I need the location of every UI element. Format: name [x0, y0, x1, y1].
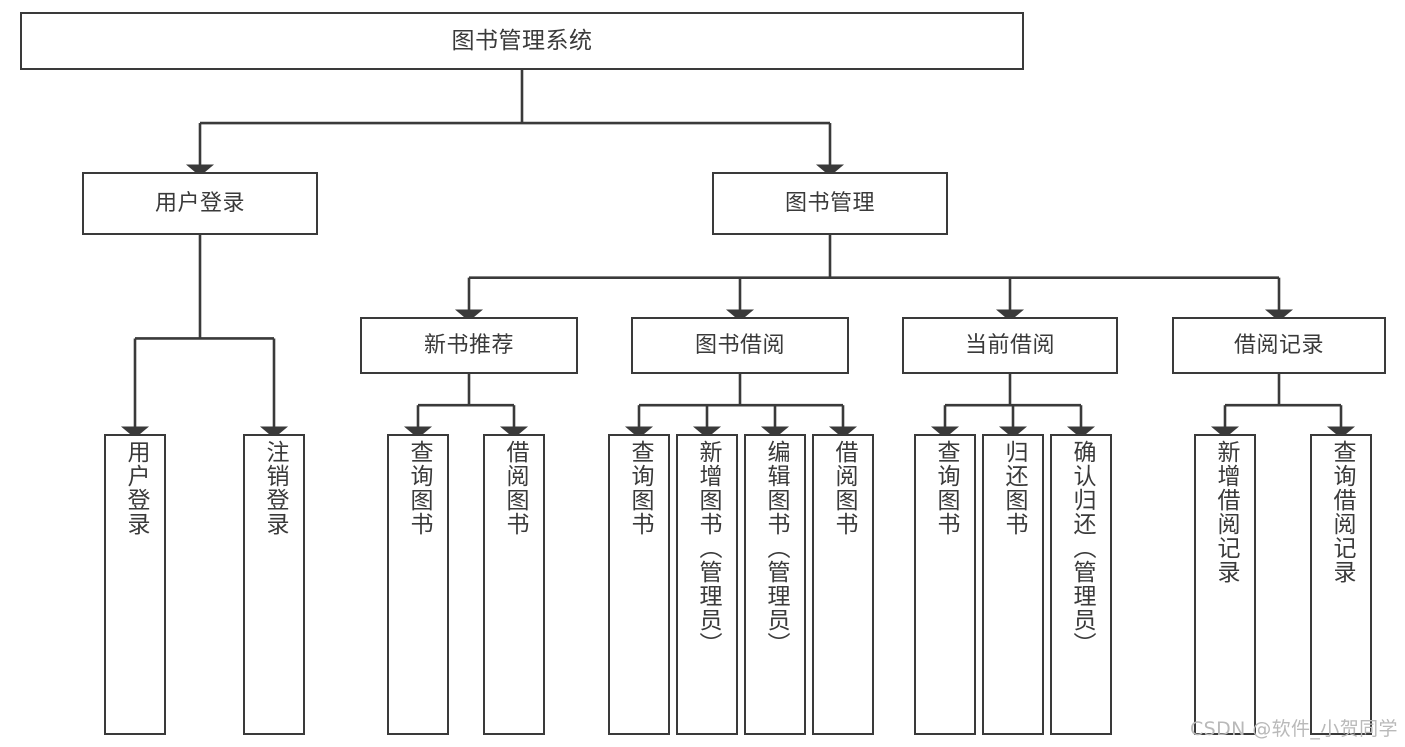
- node-label: 确认归还（管理员）: [1068, 440, 1095, 656]
- node-label: 归还图书: [1000, 440, 1027, 536]
- node-label: 图书管理: [784, 190, 875, 216]
- node-l-borrow-book[interactable]: 借阅图书: [483, 434, 545, 735]
- node-label: 查询图书: [932, 440, 959, 536]
- node-label: 用户登录: [154, 190, 245, 216]
- node-book-mgmt[interactable]: 图书管理: [712, 172, 948, 235]
- node-label: 用户登录: [122, 440, 149, 536]
- node-l-q-book-2[interactable]: 查询图书: [608, 434, 670, 735]
- watermark-text: CSDN @软件_小贺同学: [1190, 718, 1398, 740]
- node-l-edit-book[interactable]: 编辑图书（管理员）: [744, 434, 806, 735]
- node-label: 查询借阅记录: [1328, 440, 1355, 584]
- node-label: 借阅记录: [1233, 332, 1324, 358]
- node-label: 图书借阅: [694, 332, 785, 358]
- node-l-add-book[interactable]: 新增图书（管理员）: [676, 434, 738, 735]
- node-label: 查询图书: [626, 440, 653, 536]
- node-l-borrow-2[interactable]: 借阅图书: [812, 434, 874, 735]
- node-l-user-login[interactable]: 用户登录: [104, 434, 166, 735]
- node-label: 借阅图书: [501, 440, 528, 536]
- node-new-books[interactable]: 新书推荐: [360, 317, 578, 374]
- node-l-q-book-3[interactable]: 查询图书: [914, 434, 976, 735]
- node-label: 借阅图书: [830, 440, 857, 536]
- node-l-q-rec[interactable]: 查询借阅记录: [1310, 434, 1372, 735]
- node-label: 新增借阅记录: [1212, 440, 1239, 584]
- node-label: 注销登录: [261, 440, 288, 536]
- node-label: 图书管理系统: [451, 27, 593, 54]
- node-l-q-book-1[interactable]: 查询图书: [387, 434, 449, 735]
- node-label: 查询图书: [405, 440, 432, 536]
- node-label: 当前借阅: [964, 332, 1055, 358]
- node-borrow-rec[interactable]: 借阅记录: [1172, 317, 1386, 374]
- node-l-logout[interactable]: 注销登录: [243, 434, 305, 735]
- node-l-add-rec[interactable]: 新增借阅记录: [1194, 434, 1256, 735]
- node-l-return[interactable]: 归还图书: [982, 434, 1044, 735]
- node-cur-borrow[interactable]: 当前借阅: [902, 317, 1118, 374]
- node-label: 新增图书（管理员）: [694, 440, 721, 656]
- node-book-borrow[interactable]: 图书借阅: [631, 317, 849, 374]
- node-root[interactable]: 图书管理系统: [20, 12, 1024, 70]
- node-user-login[interactable]: 用户登录: [82, 172, 318, 235]
- node-l-confirm[interactable]: 确认归还（管理员）: [1050, 434, 1112, 735]
- node-label: 新书推荐: [423, 332, 514, 358]
- node-label: 编辑图书（管理员）: [762, 440, 789, 656]
